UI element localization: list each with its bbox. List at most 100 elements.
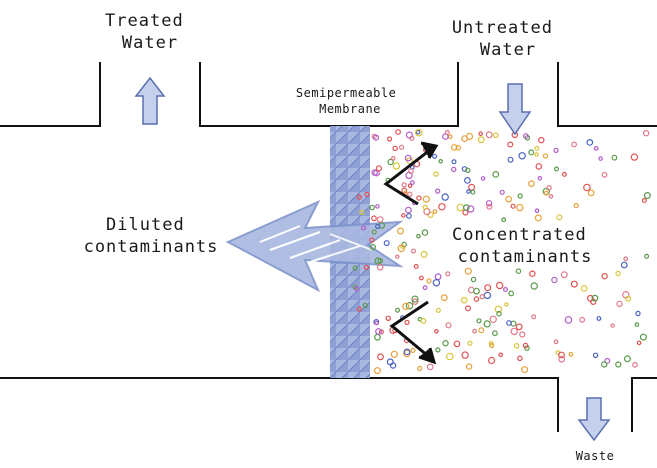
particle xyxy=(404,154,412,162)
particle xyxy=(560,271,568,279)
particle xyxy=(395,254,400,259)
particle xyxy=(473,287,480,295)
particle xyxy=(484,284,492,292)
particle xyxy=(543,190,549,196)
particle xyxy=(498,352,504,358)
particle xyxy=(632,361,638,368)
particle xyxy=(386,358,394,366)
particle xyxy=(411,248,417,254)
particle xyxy=(580,285,588,292)
particle xyxy=(392,145,398,152)
particle xyxy=(492,132,499,139)
particle xyxy=(553,147,559,153)
particle xyxy=(435,307,441,313)
particle xyxy=(375,204,380,209)
particle xyxy=(438,203,446,211)
particle xyxy=(456,203,465,212)
particle xyxy=(587,189,595,197)
particle xyxy=(404,319,410,325)
particle xyxy=(399,144,405,150)
particle xyxy=(426,363,434,371)
particle xyxy=(546,185,552,191)
particle xyxy=(435,347,441,353)
particle xyxy=(411,295,419,303)
particle xyxy=(442,133,449,140)
particle xyxy=(465,363,473,370)
particle xyxy=(523,133,529,139)
particle xyxy=(507,141,514,148)
particle xyxy=(415,129,421,135)
particle xyxy=(414,128,423,137)
particle xyxy=(551,276,558,284)
particle xyxy=(376,216,384,223)
particle xyxy=(420,250,428,258)
particle xyxy=(440,294,448,302)
particle xyxy=(558,355,566,363)
particle xyxy=(620,261,628,269)
tank-walls xyxy=(0,62,657,432)
particle xyxy=(592,352,599,358)
particle xyxy=(374,333,381,341)
particle xyxy=(517,355,523,362)
particle xyxy=(408,168,414,175)
membrane-line2: Membrane xyxy=(319,102,381,116)
particle xyxy=(593,145,599,151)
particle xyxy=(505,195,513,203)
particle xyxy=(623,256,629,262)
particle xyxy=(419,275,424,281)
particle xyxy=(506,320,512,326)
particle xyxy=(468,183,476,191)
particle xyxy=(534,152,539,157)
particle xyxy=(636,340,642,346)
particle xyxy=(639,333,647,341)
particle xyxy=(461,351,469,359)
particle xyxy=(467,340,473,346)
particle xyxy=(489,315,497,323)
particle xyxy=(556,214,563,221)
particle xyxy=(601,273,608,280)
particle xyxy=(451,159,457,165)
particle xyxy=(598,156,603,161)
particle xyxy=(371,229,377,235)
particle xyxy=(362,302,368,308)
particle xyxy=(402,302,410,310)
particle xyxy=(395,307,401,313)
particle xyxy=(499,189,505,195)
untreated-water-line2: Water xyxy=(480,40,536,60)
particle xyxy=(363,264,369,270)
particle xyxy=(522,342,529,349)
particle xyxy=(435,188,441,194)
particle xyxy=(392,162,401,170)
particle xyxy=(486,203,493,210)
particle xyxy=(464,267,472,275)
particle xyxy=(395,129,402,135)
particle xyxy=(558,351,565,359)
particle xyxy=(537,176,543,181)
flow-arrow-hatching xyxy=(259,225,373,263)
particle xyxy=(480,176,486,181)
particle xyxy=(410,180,415,186)
particle xyxy=(483,320,491,328)
particle xyxy=(504,302,509,307)
particle xyxy=(517,193,523,199)
particle xyxy=(568,351,574,357)
particle xyxy=(521,366,529,374)
particle xyxy=(644,253,650,259)
particle xyxy=(587,294,594,302)
particle xyxy=(397,244,406,253)
particle xyxy=(352,265,358,271)
membrane-label: Semipermeable Membrane xyxy=(296,86,404,116)
particle xyxy=(372,134,380,141)
treated-water-line2: Water xyxy=(122,33,178,53)
particle xyxy=(455,145,462,151)
particle xyxy=(466,189,471,194)
particle xyxy=(374,257,382,265)
particle xyxy=(615,361,622,368)
particle xyxy=(476,318,482,324)
particle xyxy=(489,342,495,349)
particle xyxy=(529,270,536,277)
particle xyxy=(451,166,457,173)
particle xyxy=(573,202,579,209)
particle xyxy=(377,257,383,264)
particle xyxy=(364,191,370,197)
